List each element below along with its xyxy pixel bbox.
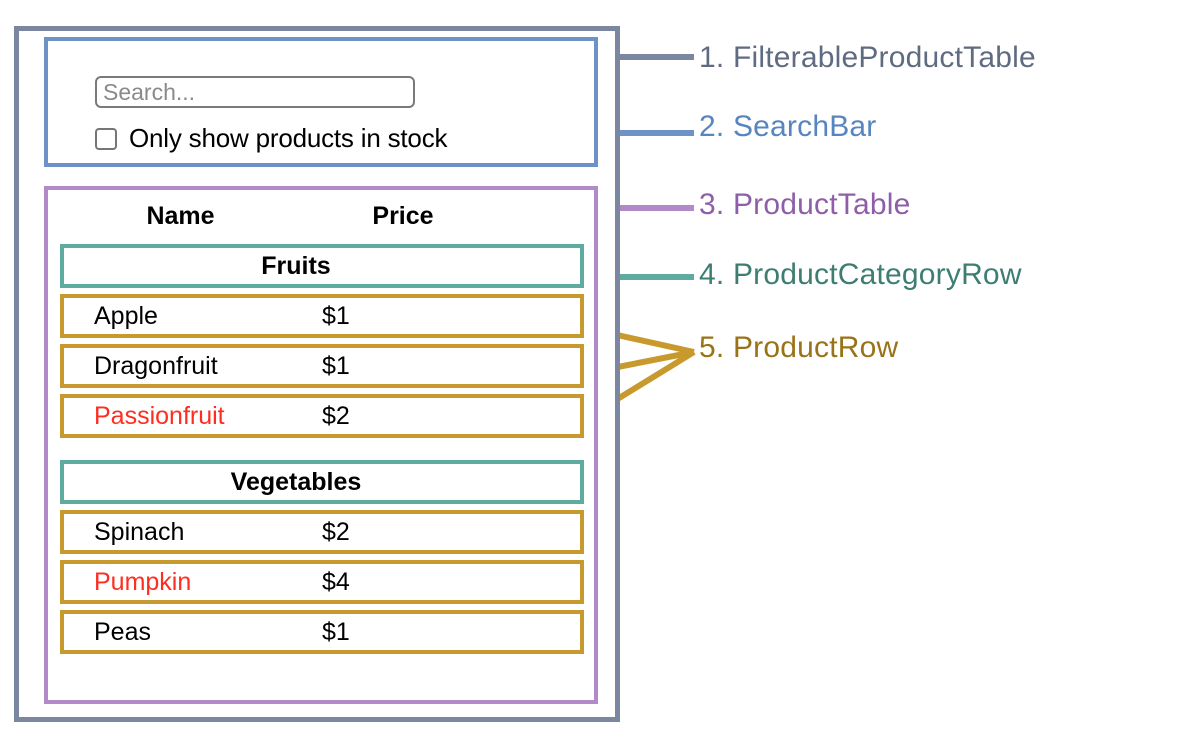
in-stock-filter[interactable]: Only show products in stock bbox=[95, 123, 447, 154]
product-price: $1 bbox=[322, 617, 350, 646]
product-name: Apple bbox=[94, 301, 158, 330]
column-header-price: Price bbox=[372, 202, 434, 230]
product-table-header: Name Price bbox=[48, 194, 594, 238]
product-name: Passionfruit bbox=[94, 401, 225, 430]
product-name: Spinach bbox=[94, 517, 185, 546]
product-category-label: Fruits bbox=[261, 251, 331, 280]
product-price: $1 bbox=[322, 301, 350, 330]
legend-item-filterable-product-table: 1. FilterableProductTable bbox=[699, 41, 1036, 74]
product-price: $2 bbox=[322, 517, 350, 546]
product-price: $2 bbox=[322, 401, 350, 430]
product-row[interactable]: Apple $1 bbox=[60, 294, 584, 338]
product-row[interactable]: Passionfruit $2 bbox=[60, 394, 584, 438]
product-price: $4 bbox=[322, 567, 350, 596]
product-name: Pumpkin bbox=[94, 567, 192, 596]
product-row[interactable]: Spinach $2 bbox=[60, 510, 584, 554]
product-price: $1 bbox=[322, 351, 350, 380]
in-stock-checkbox-label: Only show products in stock bbox=[129, 123, 448, 153]
legend-item-product-row: 5. ProductRow bbox=[699, 331, 899, 364]
product-table-body: Fruits Apple $1 Dragonfruit $1 Passionfr… bbox=[60, 244, 584, 660]
product-table: Name Price Fruits Apple $1 Dragonfruit $… bbox=[44, 186, 598, 704]
product-row[interactable]: Peas $1 bbox=[60, 610, 584, 654]
column-header-name: Name bbox=[146, 202, 215, 230]
section-spacer bbox=[60, 444, 584, 460]
legend-item-product-table: 3. ProductTable bbox=[699, 188, 911, 221]
product-category-row: Vegetables bbox=[60, 460, 584, 504]
product-row[interactable]: Pumpkin $4 bbox=[60, 560, 584, 604]
search-input[interactable] bbox=[95, 76, 415, 108]
product-category-label: Vegetables bbox=[230, 467, 362, 496]
product-row[interactable]: Dragonfruit $1 bbox=[60, 344, 584, 388]
search-bar: Only show products in stock bbox=[44, 37, 598, 167]
in-stock-checkbox[interactable] bbox=[95, 127, 117, 150]
legend-item-search-bar: 2. SearchBar bbox=[699, 110, 877, 143]
product-name: Dragonfruit bbox=[94, 351, 218, 380]
product-category-row: Fruits bbox=[60, 244, 584, 288]
legend-item-product-category-row: 4. ProductCategoryRow bbox=[699, 258, 1022, 291]
product-name: Peas bbox=[94, 617, 151, 646]
